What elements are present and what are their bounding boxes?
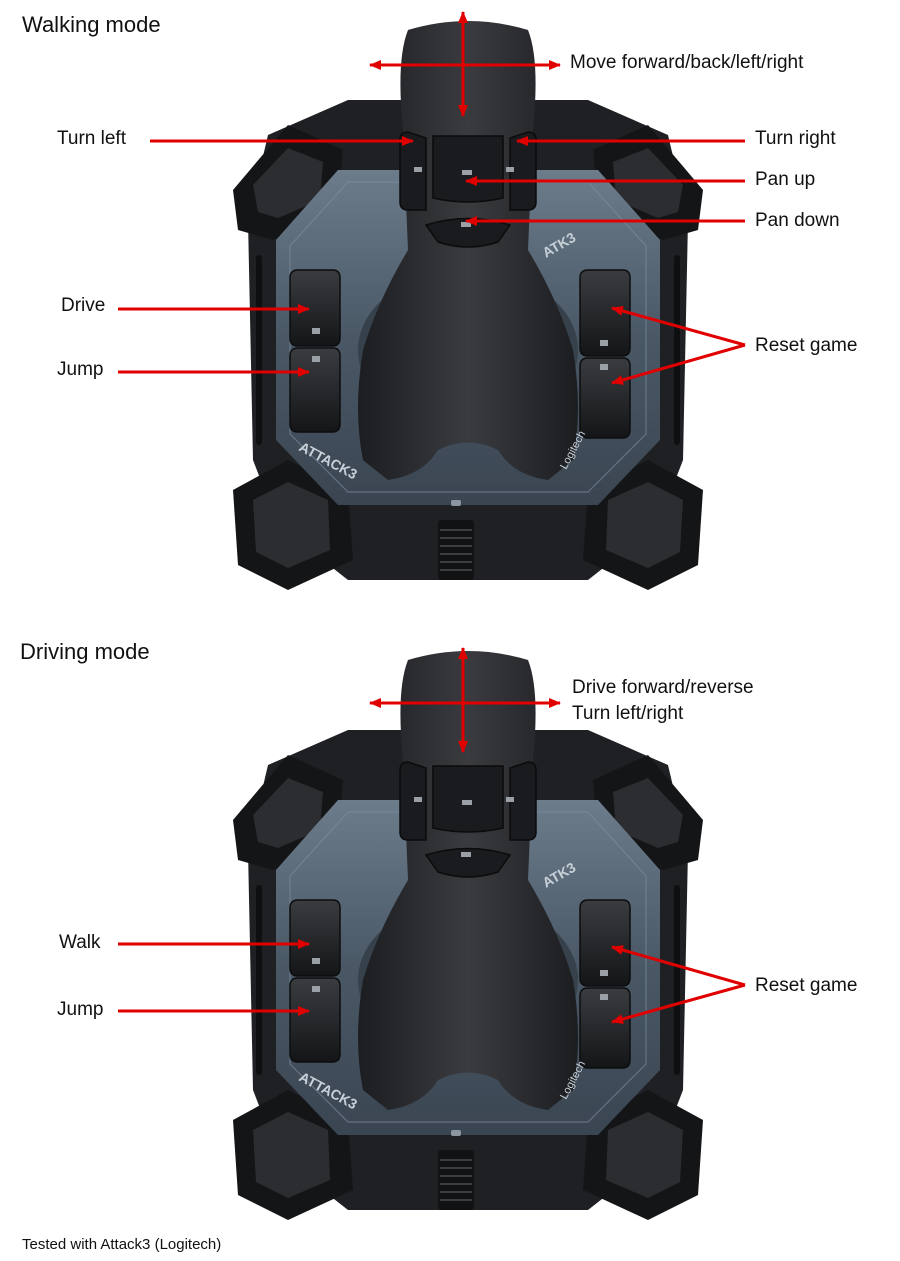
arrow-reset-1 — [611, 945, 746, 987]
arrow-reset-2 — [611, 343, 746, 385]
label-drive: Drive — [61, 295, 106, 316]
label-turn-right: Turn right — [755, 128, 836, 149]
label-drive-forward-reverse: Drive forward/reverse — [572, 677, 754, 698]
label-turn-left-right: Turn left/right — [572, 703, 684, 724]
label-jump: Jump — [57, 999, 104, 1020]
arrow-reset-2 — [611, 983, 746, 1024]
driving-mode-title: Driving mode — [20, 639, 150, 664]
label-move: Move forward/back/left/right — [570, 52, 804, 73]
footnote: Tested with Attack3 (Logitech) — [22, 1236, 222, 1253]
label-reset-game: Reset game — [755, 335, 858, 356]
label-jump: Jump — [57, 359, 104, 380]
label-pan-down: Pan down — [755, 210, 840, 231]
arrow-reset-1 — [611, 306, 746, 347]
walking-mode-title: Walking mode — [22, 12, 161, 37]
label-pan-up: Pan up — [755, 169, 816, 190]
joystick-image-walking: ATTACK3 ATK3 Logitech — [232, 20, 704, 591]
label-walk: Walk — [59, 932, 101, 953]
arrows-driving — [118, 647, 746, 1024]
label-reset-game: Reset game — [755, 975, 858, 996]
arrows-walking — [118, 11, 746, 385]
label-turn-left: Turn left — [57, 128, 126, 149]
joystick-image-driving: ATTACK3 ATK3 Logitech — [232, 650, 704, 1221]
